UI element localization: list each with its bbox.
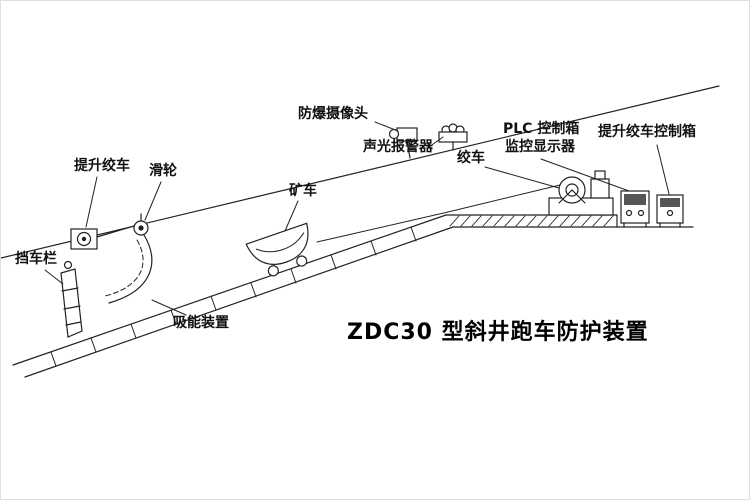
explosion-proof-camera bbox=[388, 127, 418, 159]
platform bbox=[445, 214, 694, 228]
mine-car bbox=[245, 222, 309, 277]
pulley bbox=[96, 213, 149, 238]
label-hoist-winch-control-box: 提升绞车控制箱 bbox=[598, 124, 696, 140]
track-ties bbox=[50, 226, 417, 367]
plc-monitor-cabinet bbox=[620, 190, 650, 228]
label-energy-absorber: 吸能装置 bbox=[173, 315, 229, 331]
label-camera: 防爆摄像头 bbox=[298, 106, 368, 122]
label-mine-car: 矿车 bbox=[289, 183, 317, 199]
winch bbox=[548, 170, 614, 216]
car-stop-barrier bbox=[60, 260, 83, 338]
hoist-winch bbox=[70, 228, 98, 250]
incline-surface-line bbox=[1, 85, 720, 259]
label-plc-box: PLC 控制箱 bbox=[503, 121, 580, 137]
hoist-winch-control-cabinet bbox=[656, 194, 684, 228]
haul-rope bbox=[316, 184, 561, 243]
label-winch: 绞车 bbox=[457, 150, 485, 166]
energy-absorber bbox=[104, 234, 153, 304]
label-alarm: 声光报警器 bbox=[363, 139, 433, 155]
label-monitor: 监控显示器 bbox=[505, 139, 575, 155]
diagram-title: ZDC30 型斜井跑车防护装置 bbox=[347, 320, 649, 345]
label-hoist-winch: 提升绞车 bbox=[74, 158, 130, 174]
label-car-stop-barrier: 挡车栏 bbox=[15, 251, 57, 267]
label-pulley: 滑轮 bbox=[149, 163, 177, 179]
leader-lines bbox=[44, 121, 670, 316]
sound-light-alarm bbox=[438, 123, 468, 151]
